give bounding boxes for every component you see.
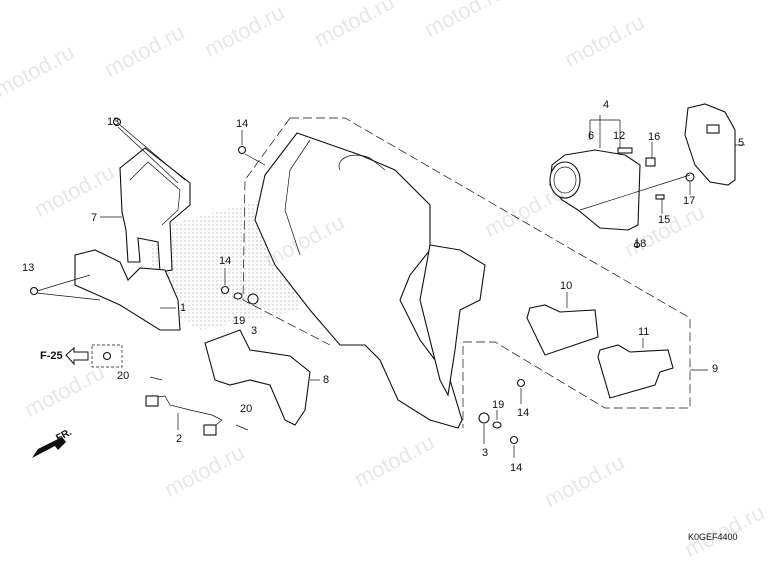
- callout-c4: 4: [603, 99, 610, 111]
- callout-c18: 18: [634, 238, 647, 250]
- callout-c14d: 14: [510, 462, 523, 474]
- callout-c13a: 13: [107, 116, 120, 128]
- callout-c7: 7: [91, 212, 98, 224]
- callout-c19a: 19: [233, 315, 246, 327]
- callout-c19b: 19: [492, 399, 505, 411]
- callout-c5: 5: [738, 137, 745, 149]
- callout-c20b: 20: [240, 403, 253, 415]
- callout-c1: 1: [180, 302, 187, 314]
- callout-c14a: 14: [236, 118, 249, 130]
- callout-c14c: 14: [517, 407, 530, 419]
- callout-c13b: 13: [22, 262, 35, 274]
- callout-c12: 12: [613, 130, 626, 142]
- callout-c3b: 3: [482, 447, 489, 459]
- callout-c6: 6: [588, 130, 595, 142]
- diagram-code: K0GEF4400: [688, 532, 738, 542]
- callout-c8: 8: [323, 374, 330, 386]
- callout-c16: 16: [648, 131, 661, 143]
- callout-c11: 11: [638, 326, 650, 338]
- callout-c2: 2: [176, 433, 183, 445]
- callout-c15: 15: [658, 214, 671, 226]
- callout-c17: 17: [683, 195, 696, 207]
- callout-c14b: 14: [219, 255, 232, 267]
- callout-c9: 9: [712, 363, 719, 375]
- callout-c10: 10: [560, 280, 573, 292]
- reference-label: F-25: [40, 350, 63, 362]
- callout-c3a: 3: [251, 325, 258, 337]
- callout-c20a: 20: [117, 370, 130, 382]
